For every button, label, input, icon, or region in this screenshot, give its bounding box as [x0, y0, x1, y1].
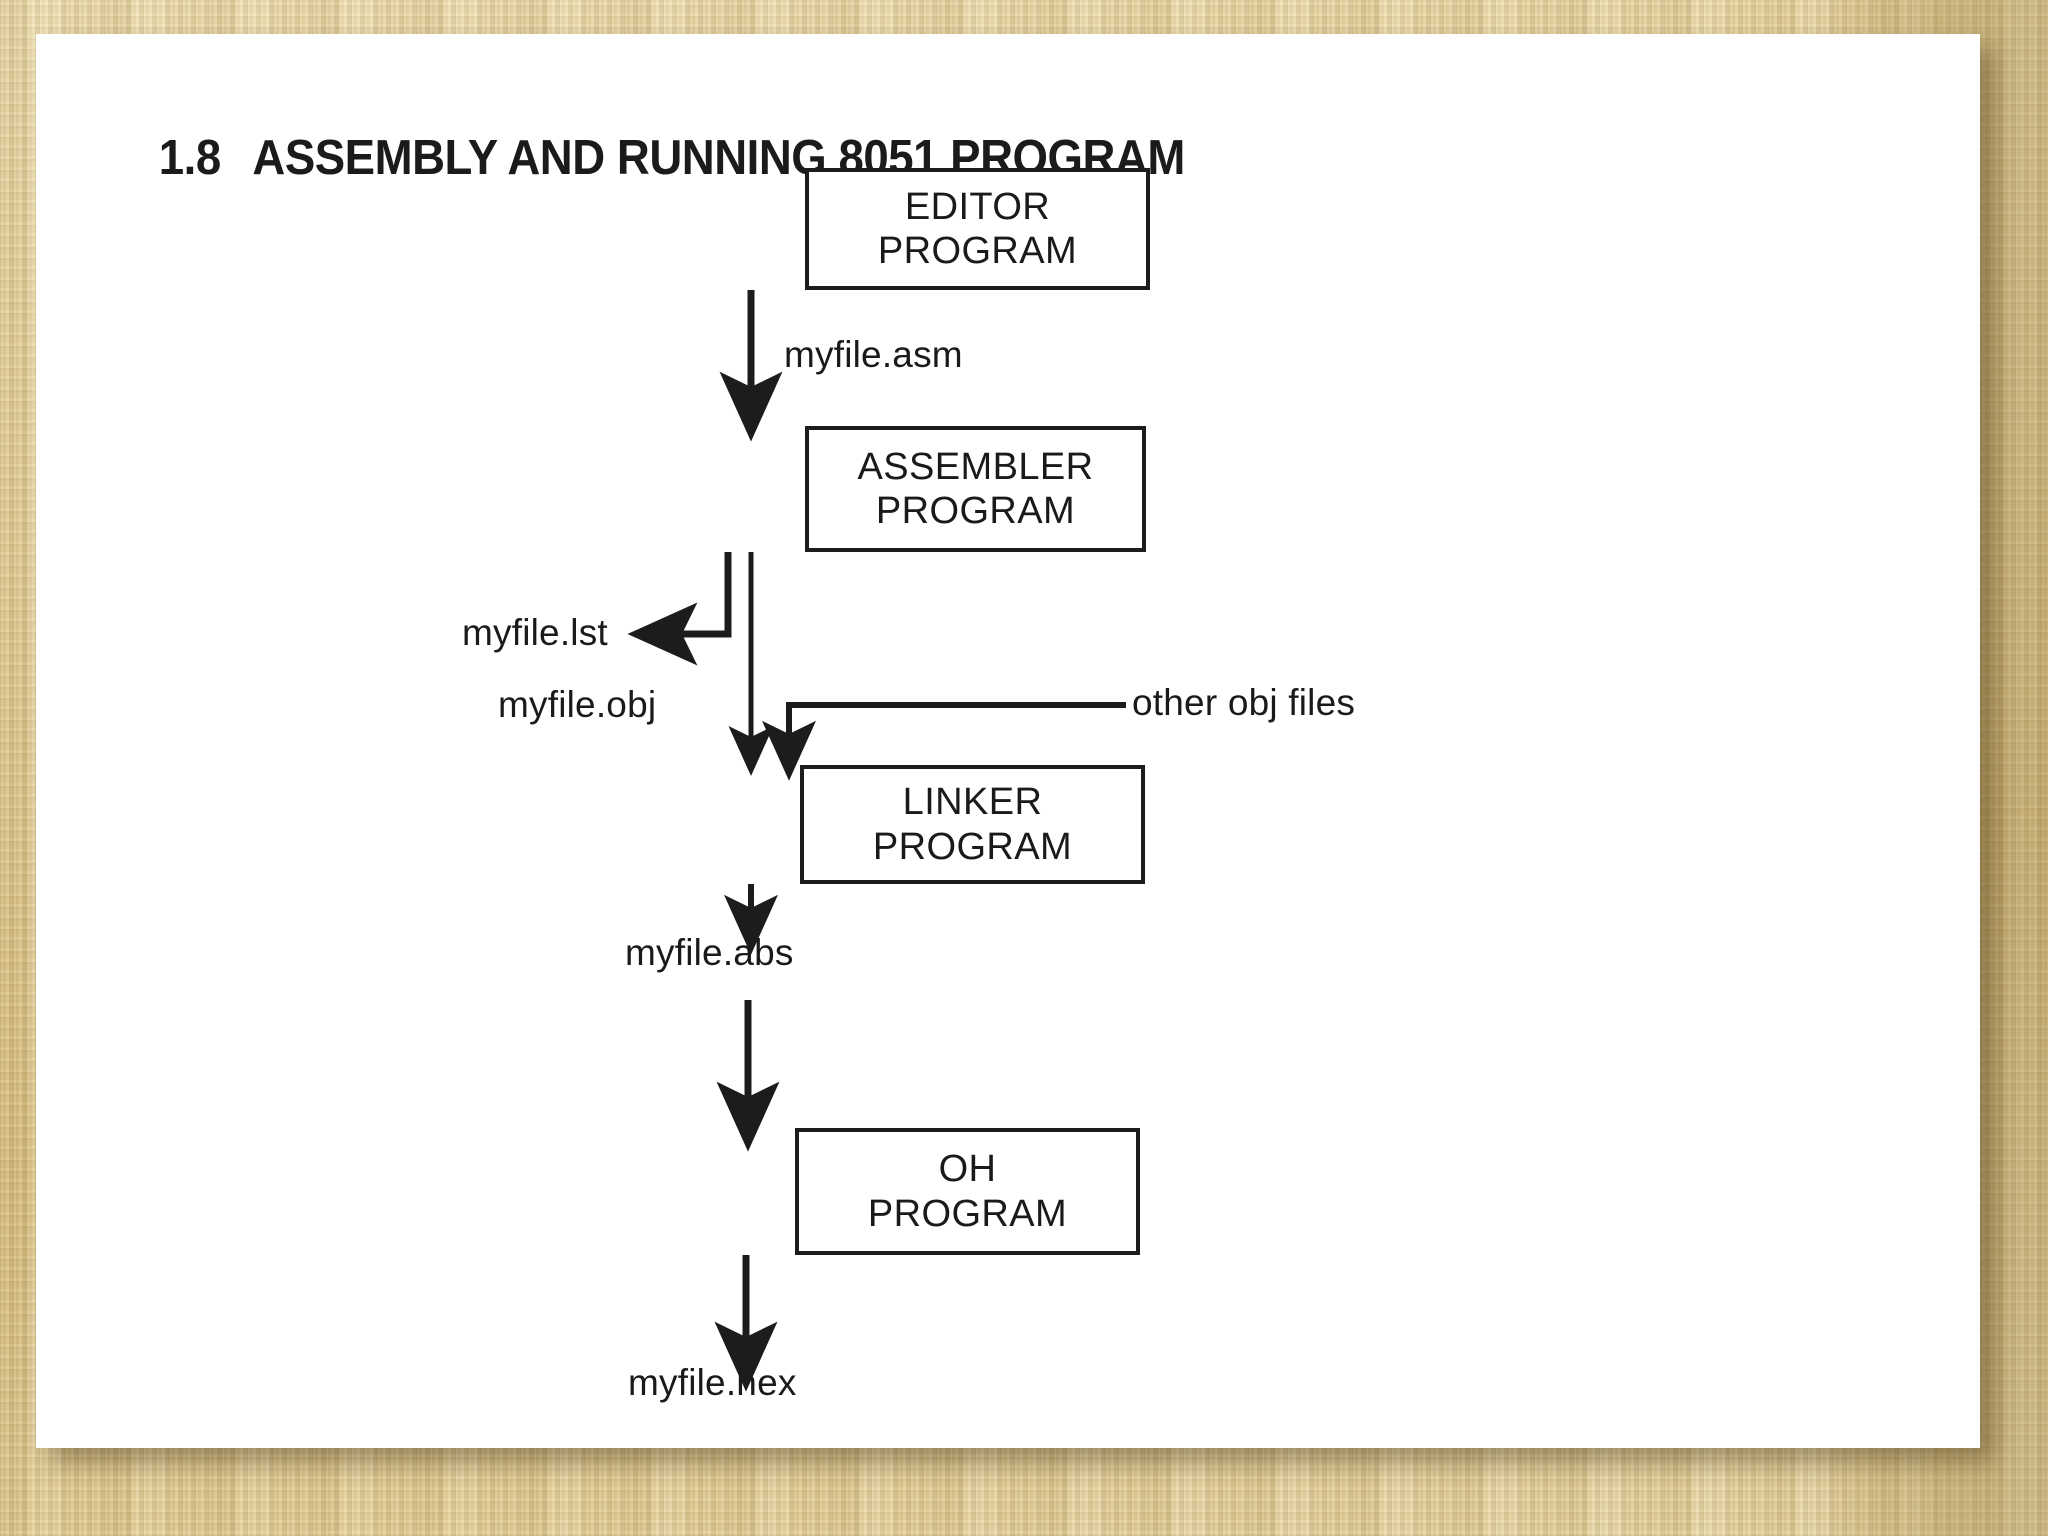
node-editor-line1: EDITOR: [904, 185, 1051, 228]
node-linker-line2: PROGRAM: [872, 825, 1073, 868]
node-editor-line2: PROGRAM: [877, 230, 1078, 272]
edge-label-myfile-lst: myfile.lst: [462, 612, 608, 653]
node-oh-line1: OH: [938, 1148, 997, 1191]
edge-label-myfile-abs: myfile.abs: [625, 932, 794, 973]
node-oh-program[interactable]: OH PROGRAM: [795, 1128, 1140, 1255]
connector-assembler-to-lst: [627, 552, 732, 666]
node-assembler-line2: PROGRAM: [875, 490, 1076, 532]
node-assembler-program[interactable]: ASSEMBLER PROGRAM: [805, 426, 1146, 552]
edge-label-myfile-asm: myfile.asm: [784, 334, 963, 375]
node-linker-line1: LINKER: [902, 781, 1043, 824]
node-linker-program[interactable]: LINKER PROGRAM: [800, 765, 1145, 884]
page-title-number: 1.8: [158, 131, 221, 185]
flowchart: EDITOR PROGRAM ASSEMBLER PROGRAM LINKER …: [36, 34, 1980, 1448]
edge-label-other-obj-files: other obj files: [1132, 682, 1356, 723]
edge-label-myfile-hex: myfile.hex: [628, 1362, 797, 1403]
node-assembler-line1: ASSEMBLER: [857, 445, 1094, 488]
flowchart-connectors: [627, 290, 1126, 1392]
connector-otherobj-to-linker: [762, 702, 1126, 781]
node-oh-line2: PROGRAM: [867, 1192, 1068, 1235]
node-editor-program[interactable]: EDITOR PROGRAM: [805, 168, 1150, 290]
edge-label-myfile-obj: myfile.obj: [498, 684, 657, 725]
